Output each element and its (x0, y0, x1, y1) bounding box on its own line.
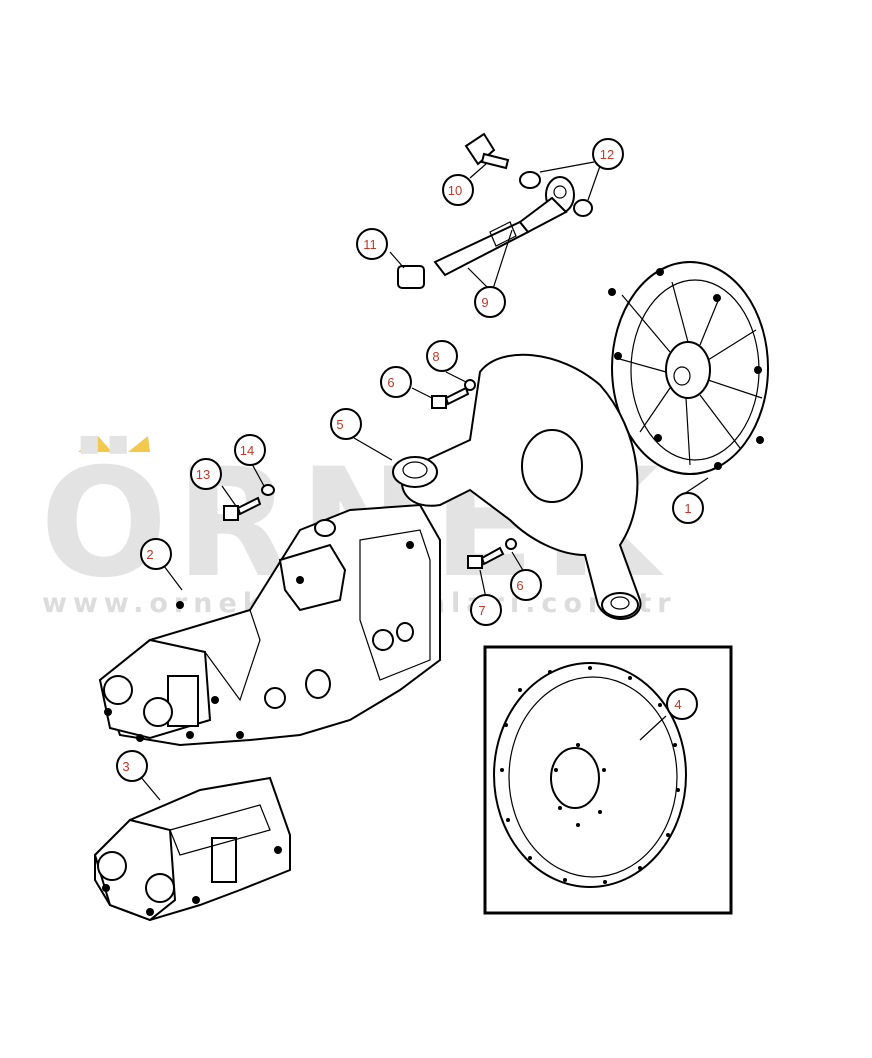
callout-3: 3 (116, 750, 148, 782)
callout-8: 8 (426, 340, 458, 372)
pump-assembly (98, 503, 441, 747)
gear-pump (93, 776, 291, 922)
bolt-10 (464, 132, 510, 170)
watermark-accent-left (78, 436, 112, 452)
bolt-7 (467, 538, 517, 569)
callout-2: 2 (140, 538, 172, 570)
leader-lines (139, 161, 709, 801)
adaptor-housing (392, 353, 642, 620)
callout-1: 1 (672, 492, 704, 524)
watermark-accent-right (128, 436, 150, 452)
washers-12 (519, 171, 593, 217)
callout-4: 4 (666, 688, 698, 720)
svg-text:5: 5 (336, 417, 343, 432)
svg-text:9: 9 (481, 295, 488, 310)
svg-text:12: 12 (600, 147, 614, 162)
callout-6a: 6 (380, 366, 412, 398)
svg-text:6: 6 (387, 375, 394, 390)
nut-11 (397, 265, 425, 289)
svg-text:14: 14 (240, 443, 254, 458)
svg-text:7: 7 (478, 603, 485, 618)
coupling-plate-inset (483, 645, 733, 915)
svg-text:3: 3 (122, 759, 129, 774)
callout-10: 10 (442, 174, 474, 206)
linkage-rod (433, 176, 575, 277)
svg-text:2: 2 (146, 547, 153, 562)
callout-12: 12 (592, 138, 624, 170)
svg-text:4: 4 (674, 697, 681, 712)
callout-5: 5 (330, 408, 362, 440)
callout-6b: 6 (510, 569, 542, 601)
callout-13: 13 (190, 458, 222, 490)
svg-text:13: 13 (196, 467, 210, 482)
bolt-13 (223, 484, 275, 521)
bolt-6 (431, 379, 476, 409)
cover-plate (608, 261, 769, 475)
callout-11: 11 (356, 228, 388, 260)
svg-text:6: 6 (516, 578, 523, 593)
callout-7: 7 (470, 594, 502, 626)
callout-14: 14 (234, 434, 266, 466)
svg-text:10: 10 (448, 183, 462, 198)
svg-text:1: 1 (684, 501, 691, 516)
svg-text:11: 11 (363, 237, 377, 252)
svg-text:8: 8 (432, 349, 439, 364)
callout-9: 9 (474, 286, 506, 318)
